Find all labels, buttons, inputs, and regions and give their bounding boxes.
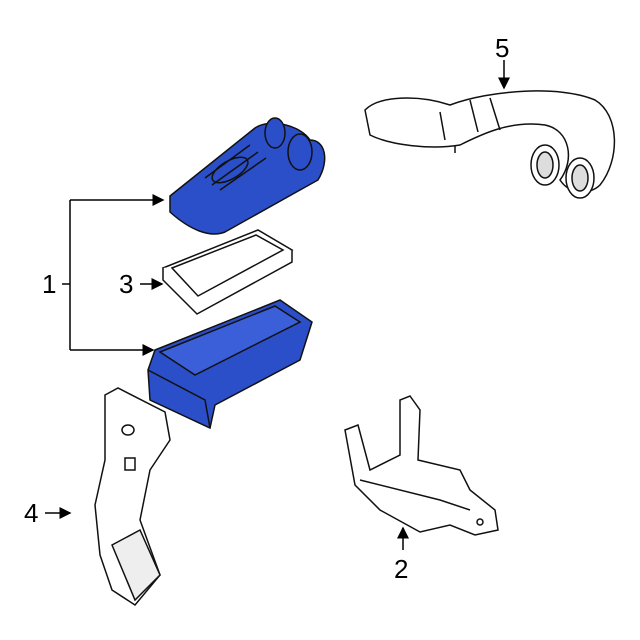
callout-5: 5	[495, 33, 510, 63]
air-filter-element-part	[161, 229, 294, 315]
callout-3: 3	[119, 269, 134, 299]
leader-lines	[45, 60, 510, 550]
inlet-duct-part	[94, 387, 171, 606]
outlet-tube-part	[364, 90, 616, 199]
air-cleaner-box-part	[147, 299, 313, 430]
callout-4: 4	[24, 498, 39, 528]
callout-2: 2	[394, 554, 409, 584]
mounting-bracket-part	[344, 395, 499, 536]
air-cleaner-cover-part	[169, 117, 326, 235]
callout-1: 1	[42, 269, 57, 299]
